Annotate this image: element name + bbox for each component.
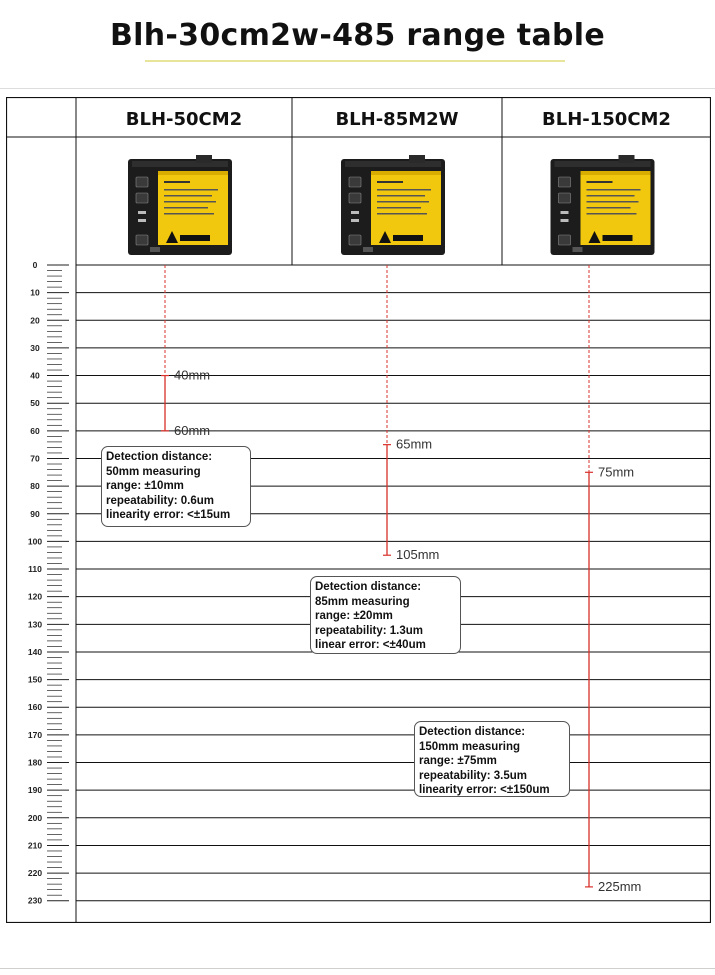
ruler-tick-label: 10 (30, 288, 40, 298)
table-border (6, 97, 711, 923)
range-end-label: 225mm (598, 879, 641, 894)
ruler-tick-label: 230 (28, 896, 42, 906)
ruler-tick-label: 100 (28, 536, 42, 546)
range-start-label: 40mm (174, 368, 210, 383)
sensor-image (550, 154, 655, 256)
spec-line: 150mm measuring (419, 740, 520, 753)
ruler-tick-label: 0 (33, 260, 38, 270)
ruler-tick-label: 110 (28, 564, 42, 574)
top-divider (0, 88, 715, 89)
ruler-tick-label: 170 (28, 730, 42, 740)
spec-line: range: ±10mm (106, 480, 184, 492)
ruler-tick-label: 140 (28, 647, 42, 657)
ruler-tick-label: 80 (30, 481, 40, 491)
range-end-label: 60mm (174, 423, 210, 438)
range-end-label: 105mm (396, 547, 439, 562)
spec-line: range: ±20mm (315, 610, 393, 622)
ruler-tick-label: 60 (30, 426, 40, 436)
ruler-tick-label: 70 (30, 453, 40, 463)
range-start-label: 75mm (598, 464, 634, 479)
ruler-tick-label: 130 (28, 619, 42, 629)
spec-line: Detection distance: (315, 581, 422, 593)
column-header: BLH-150CM2 (542, 109, 671, 130)
ruler-tick-label: 90 (30, 509, 40, 519)
spec-line: 50mm measuring (106, 465, 201, 478)
ruler-tick-label: 20 (30, 315, 40, 325)
spec-line: linearity error: <±15um (106, 509, 231, 521)
ruler-tick-label: 160 (28, 702, 42, 712)
range-start-label: 65mm (396, 437, 432, 452)
sensor-image (127, 154, 233, 256)
title-underline (145, 60, 565, 62)
column-header: BLH-85M2W (335, 109, 458, 130)
ruler-tick-label: 180 (28, 758, 42, 768)
spec-box-blh-85m2w: Detection distance: 85mm measuring range… (310, 576, 461, 654)
spec-line: 85mm measuring (315, 595, 410, 608)
ruler-tick-label: 190 (28, 785, 42, 795)
spec-line: Detection distance: (106, 451, 213, 463)
spec-line: range: ±75mm (419, 755, 497, 767)
spec-line: linear error: <±40um (315, 639, 426, 651)
ruler-tick-label: 220 (28, 868, 42, 878)
ruler-tick-label: 120 (28, 592, 42, 602)
column-header: BLH-50CM2 (126, 109, 242, 130)
sensor-image (340, 154, 446, 256)
spec-line: repeatability: 3.5um (419, 769, 528, 782)
ruler-tick-label: 200 (28, 813, 42, 823)
bottom-divider (0, 968, 715, 969)
spec-box-blh-150cm2: Detection distance: 150mm measuring rang… (414, 721, 570, 797)
ruler-tick-label: 150 (28, 675, 42, 685)
spec-line: Detection distance: (419, 726, 526, 738)
spec-box-blh-50cm2: Detection distance: 50mm measuring range… (101, 446, 251, 527)
spec-line: linearity error: <±150um (419, 784, 550, 796)
ruler-tick-label: 30 (30, 343, 40, 353)
ruler-tick-label: 50 (30, 398, 40, 408)
spec-line: repeatability: 1.3um (315, 624, 424, 637)
page-title: Blh-30cm2w-485 range table (109, 18, 605, 53)
spec-line: repeatability: 0.6um (106, 494, 215, 507)
ruler-tick-label: 40 (30, 371, 40, 381)
ruler-tick-label: 210 (28, 840, 42, 850)
